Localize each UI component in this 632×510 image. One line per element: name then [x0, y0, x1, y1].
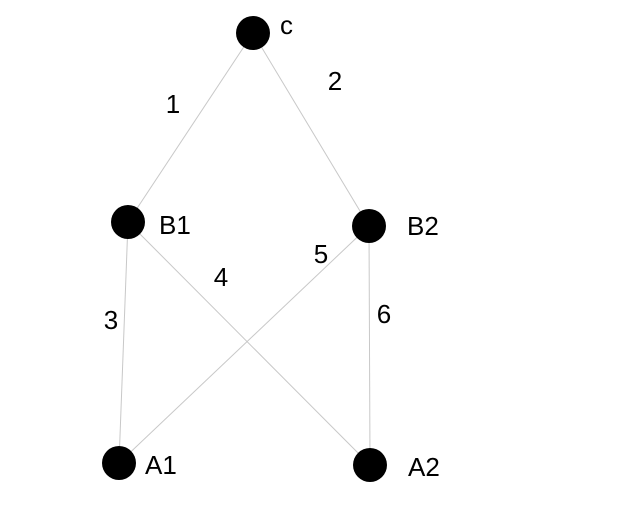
node-labels-layer: c B1 B2 A1 A2 — [145, 10, 440, 482]
node-label-b2: B2 — [407, 211, 439, 241]
edge-c-b1 — [127, 32, 254, 223]
edge-b1-a1 — [118, 221, 129, 464]
node-label-c: c — [280, 10, 293, 40]
node-b2 — [352, 209, 386, 243]
node-label-a1: A1 — [145, 450, 177, 480]
edge-label-6: 6 — [377, 299, 391, 329]
edge-b2-a1 — [118, 225, 370, 464]
nodes-layer — [102, 16, 387, 482]
edge-labels-layer: 1 2 3 4 5 6 — [104, 66, 391, 335]
edges-layer — [118, 32, 371, 466]
node-a1 — [102, 446, 136, 480]
node-label-b1: B1 — [159, 210, 191, 240]
edge-label-3: 3 — [104, 305, 118, 335]
node-c — [236, 16, 270, 50]
edge-b2-a2 — [368, 225, 371, 466]
edge-label-5: 5 — [314, 239, 328, 269]
edge-b1-a2 — [127, 221, 371, 466]
node-a2 — [353, 448, 387, 482]
node-b1 — [111, 205, 145, 239]
edge-c-b2 — [252, 32, 370, 227]
edge-label-4: 4 — [214, 262, 228, 292]
node-label-a2: A2 — [408, 452, 440, 482]
edge-label-1: 1 — [166, 89, 180, 119]
edge-label-2: 2 — [328, 66, 342, 96]
